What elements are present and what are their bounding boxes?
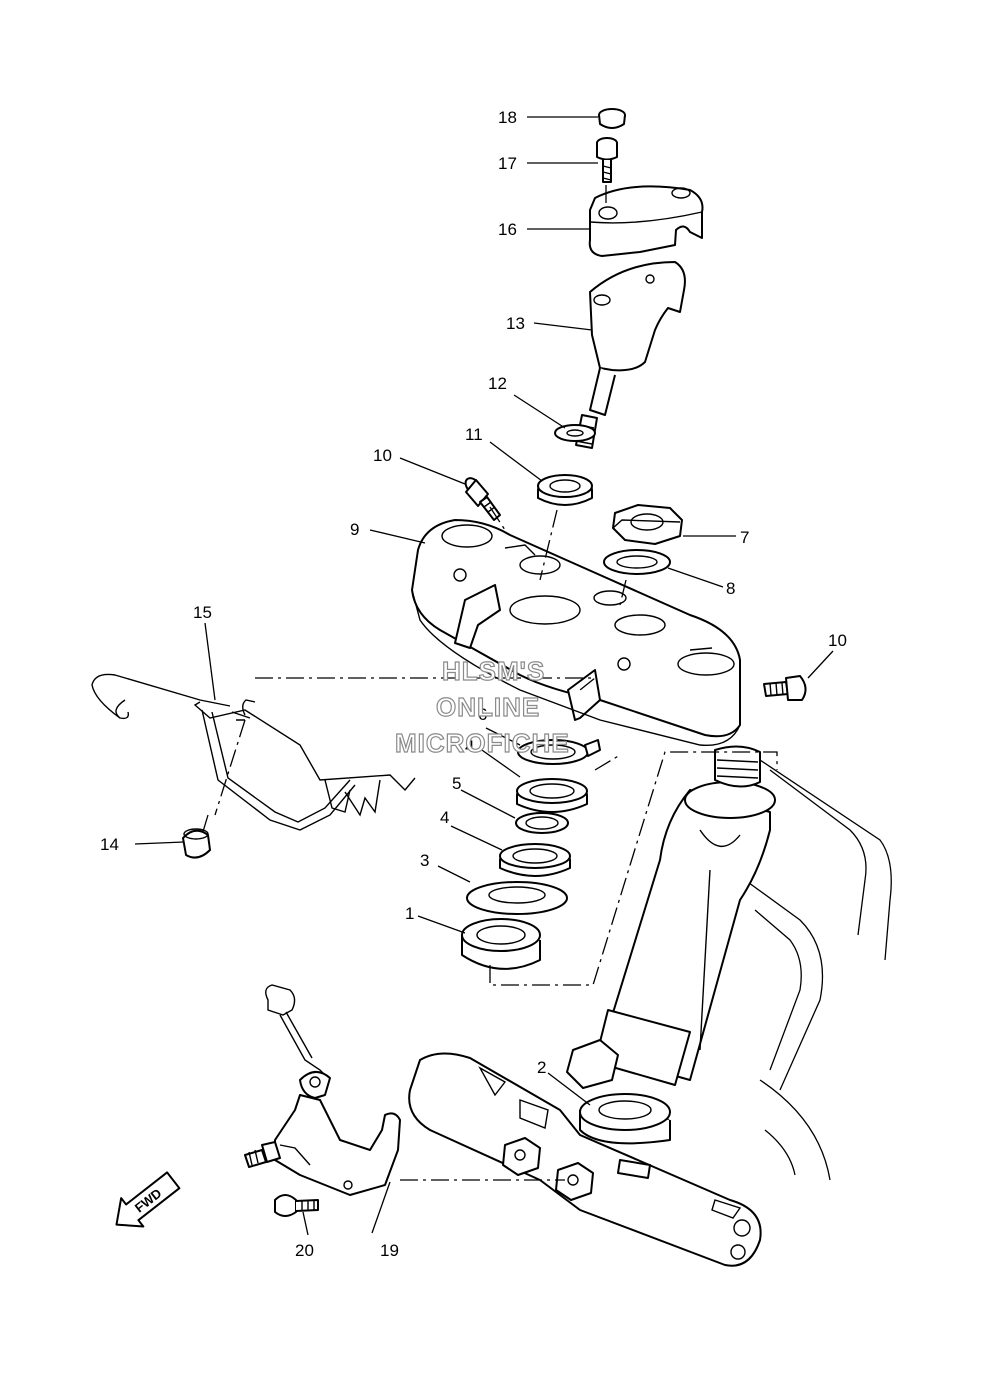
part-11-damper (537, 474, 593, 506)
watermark-line-2: ONLINE (436, 692, 540, 722)
part-6-washer (517, 739, 601, 765)
watermark: HLSM'S ONLINE MICROFICHE (394, 655, 570, 758)
part-8-washer (603, 549, 671, 575)
lower-bracket (408, 1052, 762, 1267)
callout-13: 13 (506, 314, 525, 333)
part-16-upper-holder (588, 185, 704, 257)
fwd-direction-arrow: FWD (115, 1171, 181, 1228)
callout-7: 7 (740, 528, 749, 547)
part-15-wire-bracket (91, 673, 416, 831)
assembly-centerlines (201, 185, 778, 1181)
part-14-cap (182, 828, 211, 859)
part-4-ring-nut-upper (516, 778, 588, 813)
part-12-washer (554, 424, 596, 442)
callout-17: 17 (498, 154, 517, 173)
callout-10-upper: 10 (373, 446, 392, 465)
part-3-cover (466, 881, 568, 915)
frame-outline (744, 759, 892, 1181)
callout-10-right: 10 (828, 631, 847, 650)
callout-15: 15 (193, 603, 212, 622)
callout-11: 11 (465, 425, 483, 444)
part-5-washer (515, 812, 569, 834)
callout-1: 1 (405, 904, 414, 923)
part-2-bearing (579, 1093, 671, 1179)
callout-3: 3 (420, 851, 429, 870)
leader-lines (134, 116, 834, 1236)
part-20-bolt (274, 1194, 319, 1217)
callout-4-lower: 4 (440, 808, 449, 827)
steering-stem (566, 745, 776, 1089)
part-7-nut (612, 504, 683, 545)
callout-8: 8 (726, 579, 735, 598)
part-17-bolt (596, 137, 618, 183)
part-9-upper-bracket (411, 519, 741, 747)
callout-9: 9 (350, 520, 359, 539)
watermark-line-1: HLSM'S (442, 656, 545, 686)
callout-20: 20 (295, 1241, 314, 1260)
lower-bracket-nuts (502, 1137, 594, 1201)
part-1-bearing (461, 918, 541, 970)
callout-16: 16 (498, 220, 517, 239)
part-18-cap (598, 108, 626, 129)
part-13-lower-holder (575, 261, 686, 449)
part-10-bolt-right (763, 675, 807, 701)
callout-19: 19 (380, 1241, 399, 1260)
part-19-bracket (265, 984, 401, 1196)
watermark-line-3: MICROFICHE (395, 728, 570, 758)
callout-12: 12 (488, 374, 507, 393)
part-4-ring-nut-lower (499, 843, 571, 877)
callout-6: 6 (478, 705, 487, 724)
callout-14: 14 (100, 835, 119, 854)
callout-2: 2 (537, 1058, 546, 1077)
callout-labels: 18 17 16 13 12 11 10 9 7 8 10 15 6 4 5 4… (100, 108, 847, 1260)
callout-4-upper: 4 (465, 737, 474, 756)
callout-5: 5 (452, 774, 461, 793)
bracket-small-bolt (244, 1141, 281, 1168)
callout-18: 18 (498, 108, 517, 127)
